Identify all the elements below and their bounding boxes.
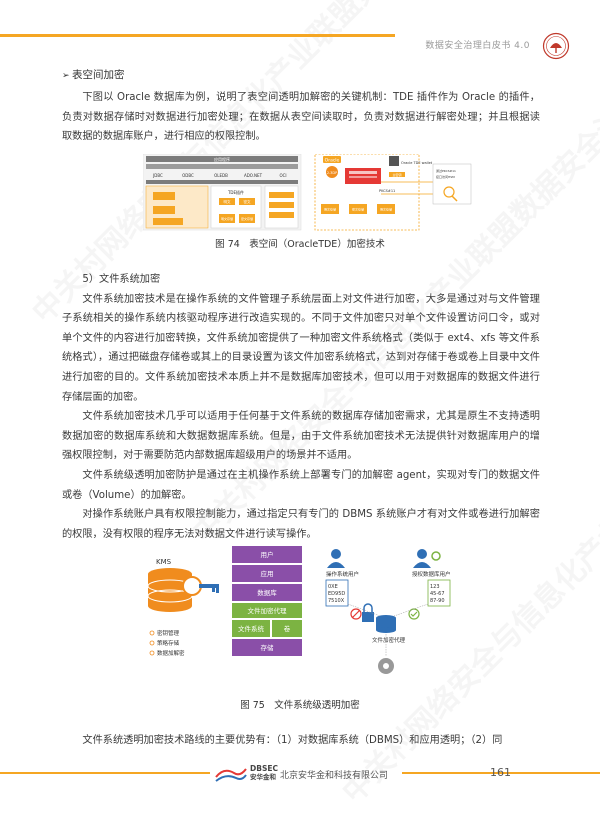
fig74-label: 接口访问HSM <box>436 174 455 179</box>
paragraph: 对操作系统账户具有权限控制能力，通过指定只有专门的 DBMS 系统账户才有对文件… <box>62 509 540 540</box>
fig74-label: 2.3DP <box>327 171 337 175</box>
plain-line: 123 <box>430 584 440 590</box>
fig74-label: OCI <box>279 173 286 178</box>
footer-accent-bar <box>402 772 600 774</box>
os-user-icon <box>327 549 345 568</box>
page-content: ➢表空间加密 下图以 Oracle 数据库为例，说明了表空间透明加解密的关键机制… <box>62 66 540 147</box>
stack-layer: 用户 <box>261 550 274 559</box>
header-accent-bar <box>0 34 395 37</box>
fig74-label: 主密钥 <box>392 172 401 177</box>
fig74-label: OLEDB <box>214 173 228 178</box>
page-number: 161 <box>490 766 511 779</box>
kms-item: 数据加解密 <box>157 649 185 657</box>
fig74-label: TDE插件 <box>227 189 244 195</box>
kms-item: 密钥管理 <box>157 629 180 637</box>
auth-user-label: 授权数据库用户 <box>412 570 451 578</box>
paragraph: 文件系统加密技术几乎可以适用于任何基于文件系统的数据库存储加密需求，尤其是原生不… <box>62 411 540 462</box>
section-advantages: 文件系统透明加密技术路线的主要优势有：（1）对数据库系统（DBMS）和应用透明；… <box>62 731 540 751</box>
fig74-label: 通过PKCS#11 <box>436 168 456 173</box>
fig74-label: 明文存储 <box>324 207 336 212</box>
cipher-line: 7510X <box>328 598 345 604</box>
stack-layer: 存储 <box>261 643 275 652</box>
fig74-label: 密文存储 <box>241 216 253 221</box>
section-heading-file-system: 5）文件系统加密 <box>82 274 161 285</box>
fig74-label: JDBC <box>152 173 163 178</box>
paragraph: 文件系统透明加密技术路线的主要优势有：（1）对数据库系统（DBMS）和应用透明；… <box>82 735 503 746</box>
app-layer-bar <box>146 156 298 162</box>
kms-label: KMS <box>156 558 172 566</box>
lock-icon <box>362 603 374 622</box>
fig74-label: 明文 <box>224 199 231 204</box>
stack-layer: 文件加密代理 <box>248 606 288 615</box>
auth-user-icon <box>413 549 441 568</box>
alliance-seal-icon <box>542 32 570 60</box>
agent-database-icon <box>376 615 396 633</box>
stack-layer: 文件系统 <box>238 624 265 633</box>
fig74-label: 应用程序 <box>214 156 230 162</box>
blocked-icon <box>350 608 362 620</box>
check-icon <box>408 608 420 620</box>
section-heading-tablespace: ➢表空间加密 <box>62 66 540 85</box>
fig74-label: ODBC <box>182 173 194 178</box>
figure75-caption: 图 75 文件系统级透明加密 <box>240 700 360 711</box>
section-file-system: 5）文件系统加密 文件系统加密技术是在操作系统的文件管理子系统层面上对文件进行加… <box>62 270 540 544</box>
oracle-label: Oracle <box>325 158 340 164</box>
cipher-line: 0XE <box>328 584 338 590</box>
stack-layer: 数据库 <box>257 588 277 597</box>
stack-layer: 卷 <box>284 624 291 633</box>
lock-icon <box>443 186 455 198</box>
fig74-label: 明文存储 <box>380 207 392 212</box>
paragraph: 下图以 Oracle 数据库为例，说明了表空间透明加解密的关键机制：TDE 插件… <box>62 92 540 143</box>
stack-layer: 应用 <box>261 569 274 578</box>
figure74-caption: 图 74 表空间（OracleTDE）加密技术 <box>215 239 385 250</box>
fig74-label: ADO.NET <box>244 173 263 178</box>
bullet-triangle-icon: ➢ <box>62 71 70 81</box>
key-icon <box>182 576 219 596</box>
os-user-label: 操作系统用户 <box>326 570 359 578</box>
plain-line: 45-67 <box>430 591 445 597</box>
footer-company: 北京安华金和科技有限公司 <box>280 771 389 781</box>
footer-accent-bar <box>0 772 210 774</box>
footer-brand: DBSEC 安华金和 <box>250 764 278 781</box>
page-header-title: 数据安全治理白皮书 4.0 <box>425 41 530 51</box>
paragraph: 文件系统级透明加密防护是通过在主机操作系统上部署专门的加解密 agent，实现对… <box>62 469 540 501</box>
fig74-label: 密文 <box>244 199 251 204</box>
plain-line: 87-90 <box>430 598 445 604</box>
cipher-line: ED95D <box>328 591 345 597</box>
dbsec-logo-icon <box>215 768 247 782</box>
figure-oracle-tde-diagram: 应用程序 JDBC ODBC OLEDB ADO.NET OCI TDE插件 明… <box>143 154 472 231</box>
fig74-label: 明文存储 <box>221 216 233 221</box>
agent-label: 文件加密代理 <box>372 636 406 644</box>
storage-disk-icon <box>378 658 394 674</box>
fig74-label: 密文存储 <box>352 207 364 212</box>
tde-wallet-label: Oracle TDE wallet <box>401 161 433 165</box>
fig74-label: PKCS#11 <box>379 189 395 193</box>
figure-file-system-encryption-diagram: KMS 密钥管理 策略存储 数据加解密 用户 应用 数据库 文件加密代理 文件系… <box>147 546 451 674</box>
kms-item: 策略存储 <box>157 639 180 647</box>
paragraph: 文件系统加密技术是在操作系统的文件管理子系统层面上对文件进行加密，大多是通过对与… <box>62 293 540 403</box>
